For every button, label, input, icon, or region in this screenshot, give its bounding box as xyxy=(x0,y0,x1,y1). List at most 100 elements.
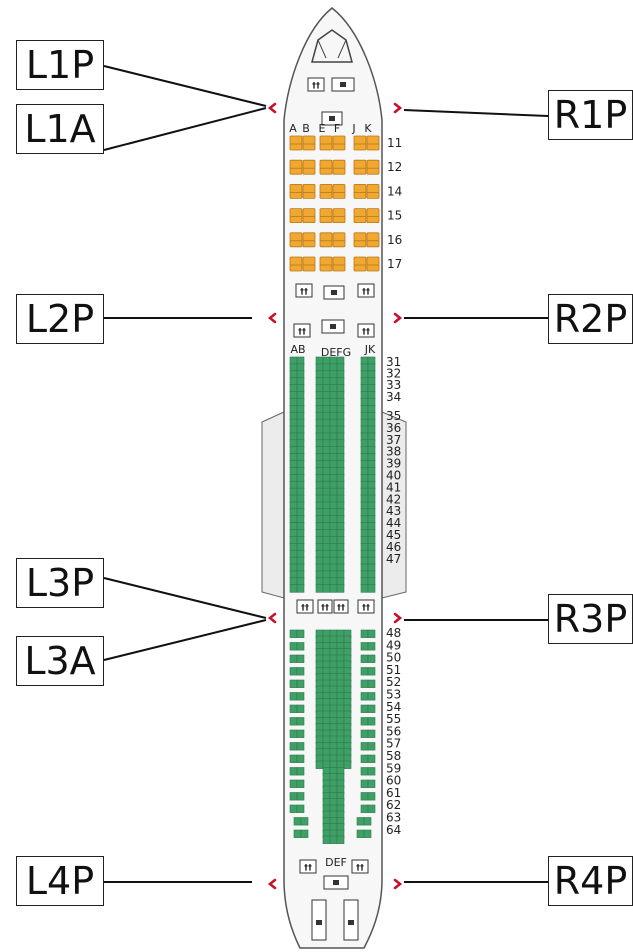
economy-seat xyxy=(329,536,338,545)
cockpit-window xyxy=(311,29,353,63)
economy-seat xyxy=(367,642,376,651)
economy-seat xyxy=(289,467,298,476)
economy-seat xyxy=(367,473,376,483)
first-class-seat xyxy=(353,232,367,248)
economy-seat xyxy=(296,654,305,663)
economy-seat xyxy=(296,501,305,510)
economy-seat xyxy=(360,356,369,365)
economy-seat xyxy=(329,439,338,448)
economy-seat xyxy=(315,515,324,524)
economy-seat xyxy=(315,391,324,400)
economy-seat xyxy=(336,522,345,531)
economy-seat xyxy=(360,494,369,503)
economy-seat xyxy=(329,404,338,414)
economy-seat xyxy=(360,418,369,428)
economy-seat xyxy=(322,384,331,393)
first-class-seat xyxy=(366,135,380,151)
first-class-seat xyxy=(289,208,303,224)
economy-seat xyxy=(322,446,331,455)
economy-seat xyxy=(322,494,331,503)
cockpit-window-divider xyxy=(317,39,347,59)
row-number-label: 56 xyxy=(386,724,401,738)
economy-seat xyxy=(360,549,369,559)
economy-seat xyxy=(289,439,298,448)
economy-seat xyxy=(296,556,305,565)
economy-seat xyxy=(296,453,305,462)
economy-seat xyxy=(315,453,324,462)
economy-seat xyxy=(322,473,331,483)
economy-seat xyxy=(322,370,331,379)
first-class-seat xyxy=(302,256,316,272)
first-class-seat xyxy=(353,208,367,224)
first-class-seat xyxy=(332,159,346,175)
economy-seat xyxy=(360,679,369,688)
economy-seat xyxy=(296,391,305,400)
row-number-label: 63 xyxy=(386,811,401,825)
economy-seat xyxy=(360,767,369,776)
economy-seat xyxy=(360,704,369,713)
economy-seat xyxy=(293,829,302,838)
economy-seat xyxy=(336,494,345,503)
economy-seat xyxy=(296,404,305,414)
economy-seat xyxy=(360,529,369,538)
economy-seat xyxy=(315,439,324,448)
economy-seat xyxy=(315,480,324,490)
economy-seat xyxy=(367,411,376,421)
economy-seat xyxy=(356,817,365,826)
economy-seat xyxy=(367,742,376,751)
economy-seat xyxy=(322,570,331,579)
economy-seat xyxy=(296,411,305,421)
economy-seat xyxy=(300,829,309,838)
economy-seat xyxy=(360,467,369,476)
economy-seat xyxy=(329,446,338,455)
economy-seat xyxy=(336,363,345,372)
economy-seat xyxy=(289,460,298,469)
economy-seat xyxy=(367,432,376,441)
economy-seat xyxy=(367,692,376,701)
economy-seat xyxy=(296,363,305,372)
row-number-label: 35 xyxy=(386,409,401,423)
lavatory-icon-glyph: †† xyxy=(362,327,370,336)
economy-seat xyxy=(343,760,352,769)
economy-seat xyxy=(367,549,376,559)
economy-seat xyxy=(315,542,324,552)
economy-seat xyxy=(360,779,369,788)
economy-seat xyxy=(329,542,338,552)
economy-seat xyxy=(367,446,376,455)
economy-seat xyxy=(360,556,369,565)
economy-seat xyxy=(367,556,376,565)
lavatory-icon-glyph: †† xyxy=(312,81,320,90)
economy-seat xyxy=(315,425,324,434)
economy-seat xyxy=(336,467,345,476)
economy-seat xyxy=(296,767,305,776)
row-number-label: 62 xyxy=(386,798,401,812)
economy-seat xyxy=(360,370,369,379)
first-class-seat xyxy=(302,183,316,199)
economy-seat xyxy=(367,804,376,813)
economy-seat xyxy=(336,439,345,448)
economy-seat xyxy=(289,487,298,497)
lavatory-icon-glyph: †† xyxy=(301,603,309,612)
first-class-seat xyxy=(289,159,303,175)
economy-seat xyxy=(367,480,376,490)
row-number-label: 45 xyxy=(386,528,401,542)
economy-seat xyxy=(329,467,338,476)
economy-seat xyxy=(289,804,298,813)
economy-seat xyxy=(296,577,305,586)
first-class-seat xyxy=(353,135,367,151)
economy-seat xyxy=(360,432,369,441)
economy-seat xyxy=(296,370,305,379)
economy-seat xyxy=(360,792,369,801)
first-class-seat xyxy=(302,135,316,151)
economy-seat xyxy=(315,363,324,372)
economy-seat xyxy=(296,792,305,801)
economy-seat xyxy=(360,453,369,462)
lavatory-icon xyxy=(293,323,311,338)
economy-seat xyxy=(336,384,345,393)
row-number-label: 57 xyxy=(386,737,401,751)
economy-seat xyxy=(289,446,298,455)
economy-seat xyxy=(367,377,376,386)
economy-seat xyxy=(360,473,369,483)
first-class-seat xyxy=(302,232,316,248)
economy-seat xyxy=(322,411,331,421)
